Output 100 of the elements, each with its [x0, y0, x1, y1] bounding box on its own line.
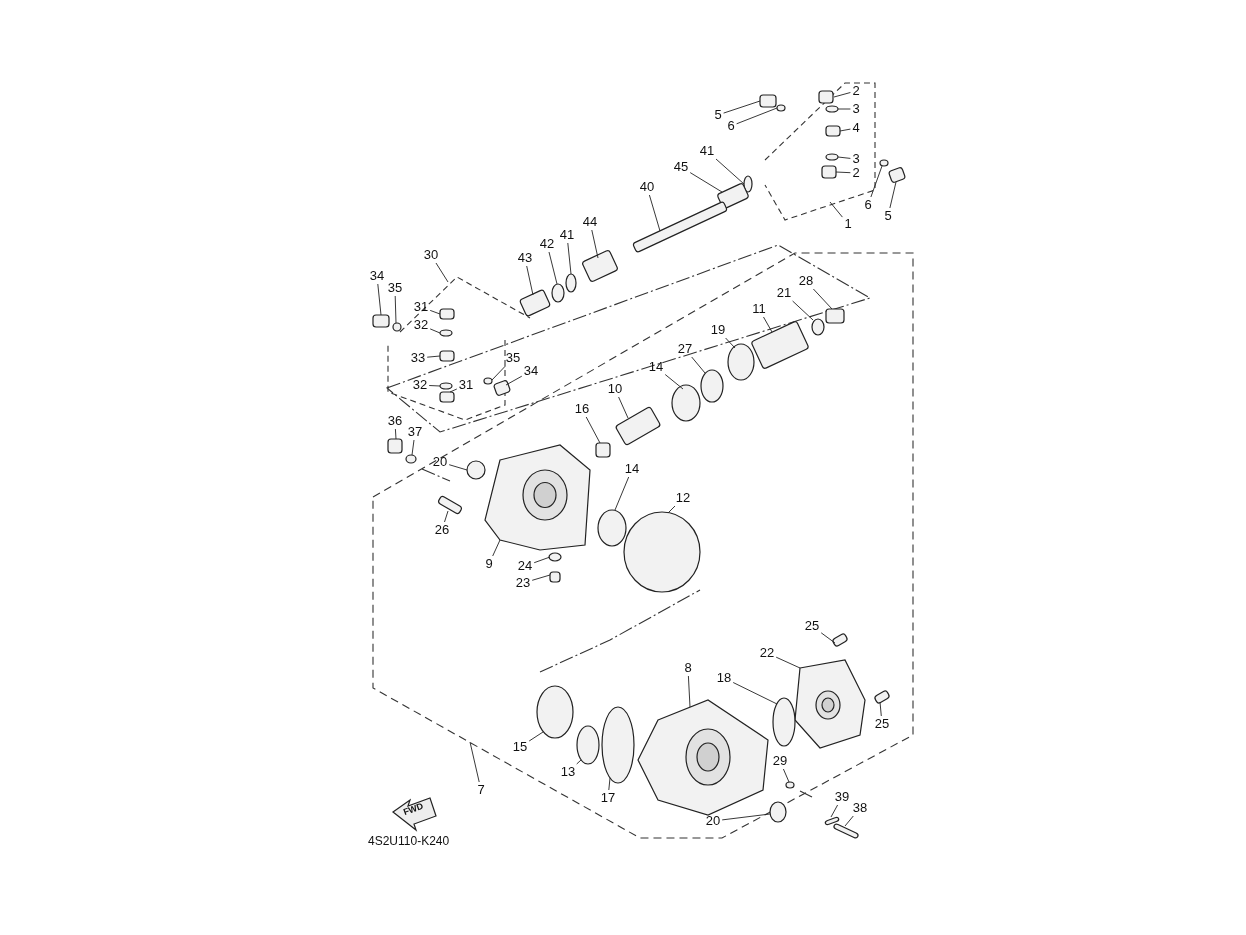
- cap-drawing: [821, 165, 837, 179]
- leader-line: [812, 288, 833, 310]
- callout-number: 15: [511, 740, 529, 754]
- plug-drawing: [549, 571, 561, 583]
- diagram-code: 4S2U110-K240: [368, 834, 450, 848]
- oil-seal-drawing: [769, 801, 787, 823]
- leader-line: [428, 385, 441, 387]
- leader-line: [531, 574, 551, 581]
- callout-number: 34: [522, 364, 540, 378]
- callout-number: 18: [715, 671, 733, 685]
- leader-line: [491, 365, 506, 381]
- callout-number: 33: [409, 351, 427, 365]
- leader-line: [449, 388, 458, 393]
- callout-number: 39: [833, 790, 851, 804]
- callout-number: 17: [599, 791, 617, 805]
- bearing-drawing: [595, 442, 611, 458]
- leader-line: [715, 158, 745, 185]
- bearing-drawing: [671, 384, 701, 422]
- leader-line: [492, 539, 501, 557]
- callout-number: 42: [538, 237, 556, 251]
- clip-drawing: [825, 153, 839, 161]
- callout-number: 14: [623, 462, 641, 476]
- callout-number: 25: [873, 717, 891, 731]
- leader-line: [833, 92, 851, 98]
- o-ring-drawing: [772, 697, 796, 747]
- leader-line: [614, 476, 630, 511]
- ring-gear-drawing: [623, 511, 701, 593]
- callout-number: 32: [412, 318, 430, 332]
- cap-drawing: [818, 90, 834, 104]
- cap-drawing: [759, 94, 777, 108]
- leader-line: [830, 804, 839, 818]
- clip-drawing: [825, 105, 839, 113]
- callout-number: 3: [851, 102, 861, 116]
- leader-line: [691, 356, 706, 374]
- leader-line: [839, 128, 851, 132]
- callout-number: 37: [406, 425, 424, 439]
- callout-number: 1: [843, 217, 853, 231]
- callout-number: 44: [581, 215, 599, 229]
- callout-number: 30: [422, 248, 440, 262]
- leader-line: [377, 283, 382, 316]
- washer-drawing: [483, 377, 493, 385]
- shim-drawing: [576, 725, 600, 765]
- leader-line: [591, 229, 599, 259]
- callout-number: 40: [638, 180, 656, 194]
- callout-number: 23: [514, 576, 532, 590]
- leader-line: [618, 396, 629, 419]
- leader-line: [505, 375, 523, 386]
- washer-drawing: [811, 318, 825, 336]
- cap-drawing: [439, 391, 455, 403]
- cap-drawing: [887, 166, 907, 184]
- leader-line: [879, 701, 882, 717]
- callout-number: 35: [504, 351, 522, 365]
- leader-line: [567, 242, 572, 275]
- housing-drawing: [637, 699, 769, 816]
- bolt-drawing: [873, 689, 891, 705]
- leader-line: [469, 741, 480, 783]
- bearing-drawing: [536, 685, 574, 739]
- spider-drawing: [825, 125, 841, 137]
- callout-number: 11: [751, 302, 767, 316]
- leader-line: [394, 295, 397, 324]
- callout-number: 3: [851, 152, 861, 166]
- circlip-drawing: [565, 273, 577, 293]
- callout-number: 9: [484, 557, 494, 571]
- oil-seal-drawing: [466, 460, 486, 480]
- callout-number: 29: [771, 754, 789, 768]
- leader-line: [648, 194, 661, 232]
- leader-line: [782, 768, 790, 783]
- leader-line: [736, 107, 778, 125]
- leader-line: [835, 171, 851, 174]
- leader-line: [429, 309, 441, 315]
- callout-number: 10: [606, 382, 624, 396]
- cap-drawing: [492, 379, 512, 397]
- callout-number: 22: [758, 646, 776, 660]
- callout-number: 31: [457, 378, 475, 392]
- leader-line: [411, 439, 415, 456]
- callout-number: 45: [672, 160, 690, 174]
- leader-line: [889, 181, 897, 209]
- spider-drawing: [439, 350, 455, 362]
- callout-number: 43: [516, 251, 534, 265]
- callout-number: 26: [433, 523, 451, 537]
- callout-number: 14: [647, 360, 665, 374]
- cap-drawing: [372, 314, 390, 328]
- clip-drawing: [439, 382, 453, 390]
- nut-drawing: [825, 308, 845, 324]
- callout-number: 5: [883, 209, 893, 223]
- leader-line: [763, 316, 773, 333]
- leader-line: [732, 682, 778, 705]
- leader-line: [721, 813, 771, 821]
- callout-number: 41: [698, 144, 716, 158]
- washer-drawing: [785, 781, 795, 789]
- leader-line: [608, 777, 611, 791]
- leader-line: [837, 156, 851, 159]
- callout-number: 27: [676, 342, 694, 356]
- leader-line: [870, 165, 883, 198]
- leader-line: [667, 505, 676, 514]
- direction-label: FWD: [401, 800, 425, 818]
- callout-number: 6: [726, 119, 736, 133]
- callout-number: 25: [803, 619, 821, 633]
- leader-line: [548, 251, 558, 285]
- callout-number: 32: [411, 378, 429, 392]
